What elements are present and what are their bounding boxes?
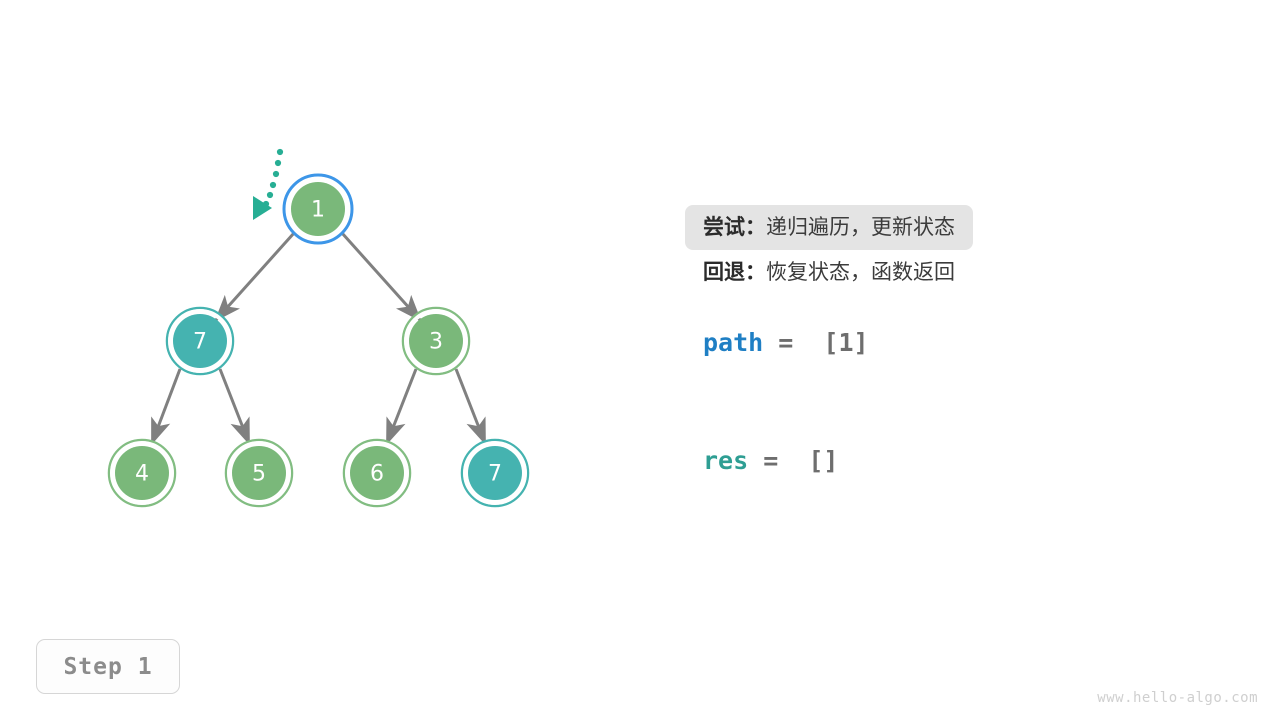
tree-node-1-label: 1 <box>311 198 325 223</box>
tree-node-3-label: 3 <box>429 330 443 355</box>
edge-1-to-3 <box>340 231 422 322</box>
tree-node-7-right[interactable]: 7 <box>460 438 530 508</box>
tree-node-7-left-label: 7 <box>193 330 207 355</box>
path-variable-line: path = [1] <box>703 328 869 357</box>
path-variable-name: path <box>703 328 764 357</box>
backtrack-description: 回退：恢复状态，函数返回 <box>685 250 973 295</box>
binary-tree-diagram: 1 7 3 4 <box>107 148 530 508</box>
tree-node-1[interactable]: 1 <box>282 173 354 245</box>
step-badge: Step 1 <box>36 639 180 694</box>
tree-node-4[interactable]: 4 <box>107 438 177 508</box>
edge-3-to-6 <box>385 368 418 446</box>
tree-node-5[interactable]: 5 <box>224 438 294 508</box>
try-label: 尝试： <box>703 215 766 239</box>
tree-node-5-label: 5 <box>252 462 266 487</box>
res-variable-name: res <box>703 446 749 475</box>
edge-3-to-7b <box>454 368 487 446</box>
pointer-arrow-icon <box>253 148 284 220</box>
try-description-row: 尝试：递归遍历，更新状态 <box>685 205 1245 250</box>
try-description: 尝试：递归遍历，更新状态 <box>685 205 973 250</box>
path-variable-value: = [1] <box>763 328 869 357</box>
backtrack-label: 回退： <box>703 260 766 284</box>
tree-node-7-left[interactable]: 7 <box>165 306 235 376</box>
tree-node-6[interactable]: 6 <box>342 438 412 508</box>
tree-edges <box>150 231 487 446</box>
res-variable-line: res = [] <box>703 446 838 475</box>
step-badge-label: Step 1 <box>63 653 153 680</box>
watermark: www.hello-algo.com <box>1097 690 1258 706</box>
backtrack-description-row: 回退：恢复状态，函数返回 <box>685 250 1245 295</box>
try-text: 递归遍历，更新状态 <box>766 215 955 239</box>
info-panel: 尝试：递归遍历，更新状态 回退：恢复状态，函数返回 <box>685 205 1245 295</box>
res-variable-value: = [] <box>748 446 839 475</box>
tree-node-3[interactable]: 3 <box>401 306 471 376</box>
tree-nodes: 1 7 3 4 <box>107 173 530 508</box>
edge-7-to-5 <box>218 368 251 446</box>
backtrack-text: 恢复状态，函数返回 <box>766 260 955 284</box>
tree-node-4-label: 4 <box>135 462 149 487</box>
edge-7-to-4 <box>150 368 182 446</box>
edge-1-to-7 <box>214 231 296 322</box>
tree-node-6-label: 6 <box>370 462 384 487</box>
tree-node-7-right-label: 7 <box>488 462 502 487</box>
